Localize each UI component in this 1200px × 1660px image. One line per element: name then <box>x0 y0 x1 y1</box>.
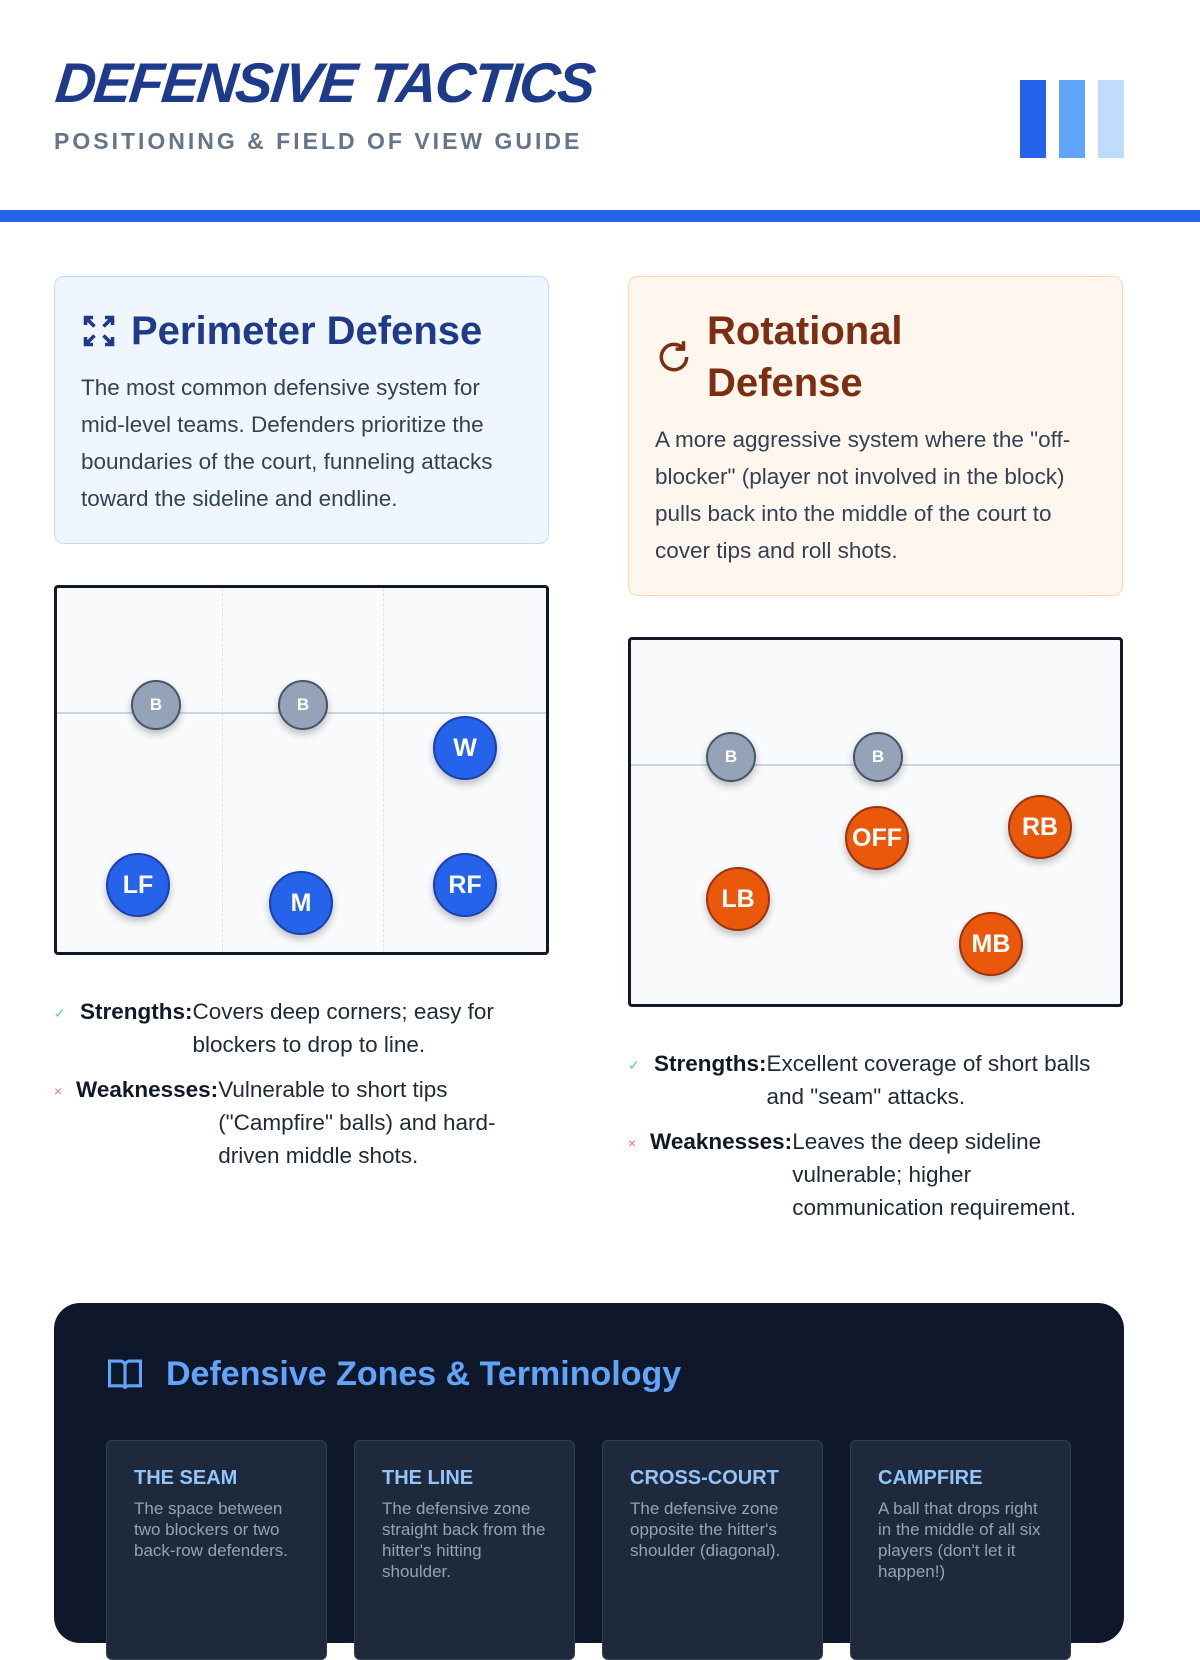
decor-bar <box>1098 80 1124 158</box>
strengths-text: Excellent coverage of short balls and "s… <box>766 1051 1091 1109</box>
check-icon: ✓ <box>628 1057 640 1073</box>
rotational-description: A more aggressive system where the "off-… <box>655 427 1071 563</box>
weaknesses-label: Weaknesses: <box>76 1077 219 1102</box>
zones-title: Defensive Zones & Terminology <box>166 1355 682 1393</box>
player-lb: LB <box>706 867 770 931</box>
zone-card-text: The space between two blockers or two ba… <box>134 1499 289 1560</box>
rotational-title: Rotational Defense <box>707 309 903 405</box>
check-icon: ✓ <box>54 1005 66 1021</box>
zone-card: THE SEAM The space between two blockers o… <box>106 1440 327 1660</box>
zone-card: CROSS-COURT The defensive zone opposite t… <box>602 1440 823 1660</box>
zone-card-text: The defensive zone opposite the hitter's… <box>630 1499 781 1560</box>
player-rb: RB <box>1008 795 1072 859</box>
expand-arrows-icon <box>83 315 115 347</box>
player-w: W <box>433 716 497 780</box>
x-icon: × <box>628 1135 637 1151</box>
strengths-label: Strengths: <box>654 1051 767 1076</box>
player-mb: MB <box>959 912 1023 976</box>
page-title: DEFENSIVE TACTICS <box>52 51 597 114</box>
zone-card: THE LINE The defensive zone straight back… <box>354 1440 575 1660</box>
zone-card-title: CAMPFIRE <box>878 1467 983 1489</box>
perimeter-court: B B W LF M RF <box>54 585 549 955</box>
header: DEFENSIVE TACTICS POSITIONING & FIELD OF… <box>0 0 1200 222</box>
perimeter-description: The most common defensive system for mid… <box>81 375 493 511</box>
zone-card-text: A ball that drops right in the middle of… <box>878 1499 1041 1581</box>
book-icon <box>108 1359 142 1389</box>
rotational-info: Rotational Defense A more aggressive sys… <box>628 276 1123 596</box>
player-blocker: B <box>278 680 328 730</box>
player-blocker: B <box>131 680 181 730</box>
strengths-text: Covers deep corners; easy for blockers t… <box>192 999 494 1057</box>
decor-bar <box>1059 80 1085 158</box>
weaknesses-text: Vulnerable to short tips ("Campfire" bal… <box>218 1077 496 1168</box>
rotational-court: B B OFF RB LB MB <box>628 637 1123 1007</box>
perimeter-info: Perimeter Defense The most common defens… <box>54 276 549 544</box>
x-icon: × <box>54 1083 63 1099</box>
player-lf: LF <box>106 853 170 917</box>
zones-section: Defensive Zones & Terminology THE SEAM Th… <box>54 1303 1124 1660</box>
zone-card-text: The defensive zone straight back from th… <box>382 1499 546 1581</box>
zone-card-title: CROSS-COURT <box>630 1467 779 1489</box>
zone-card: CAMPFIRE A ball that drops right in the m… <box>850 1440 1071 1660</box>
player-blocker: B <box>853 732 903 782</box>
perimeter-pros-cons: ✓ Strengths:Covers deep corners; easy for… <box>54 995 544 1184</box>
weaknesses-text: Leaves the deep sideline vulnerable; hig… <box>792 1129 1077 1220</box>
player-off: OFF <box>845 806 909 870</box>
perimeter-title: Perimeter Defense <box>131 309 483 353</box>
player-blocker: B <box>706 732 756 782</box>
player-rf: RF <box>433 853 497 917</box>
decor-bar <box>1020 80 1046 158</box>
strengths-label: Strengths: <box>80 999 193 1024</box>
zone-card-title: THE LINE <box>382 1467 474 1489</box>
zone-card-title: THE SEAM <box>134 1467 238 1489</box>
rotate-icon <box>659 341 689 372</box>
weaknesses-label: Weaknesses: <box>650 1129 793 1154</box>
player-m: M <box>269 871 333 935</box>
rotational-pros-cons: ✓ Strengths:Excellent coverage of short b… <box>628 1047 1118 1236</box>
page-subtitle: POSITIONING & FIELD OF VIEW GUIDE <box>54 128 583 154</box>
